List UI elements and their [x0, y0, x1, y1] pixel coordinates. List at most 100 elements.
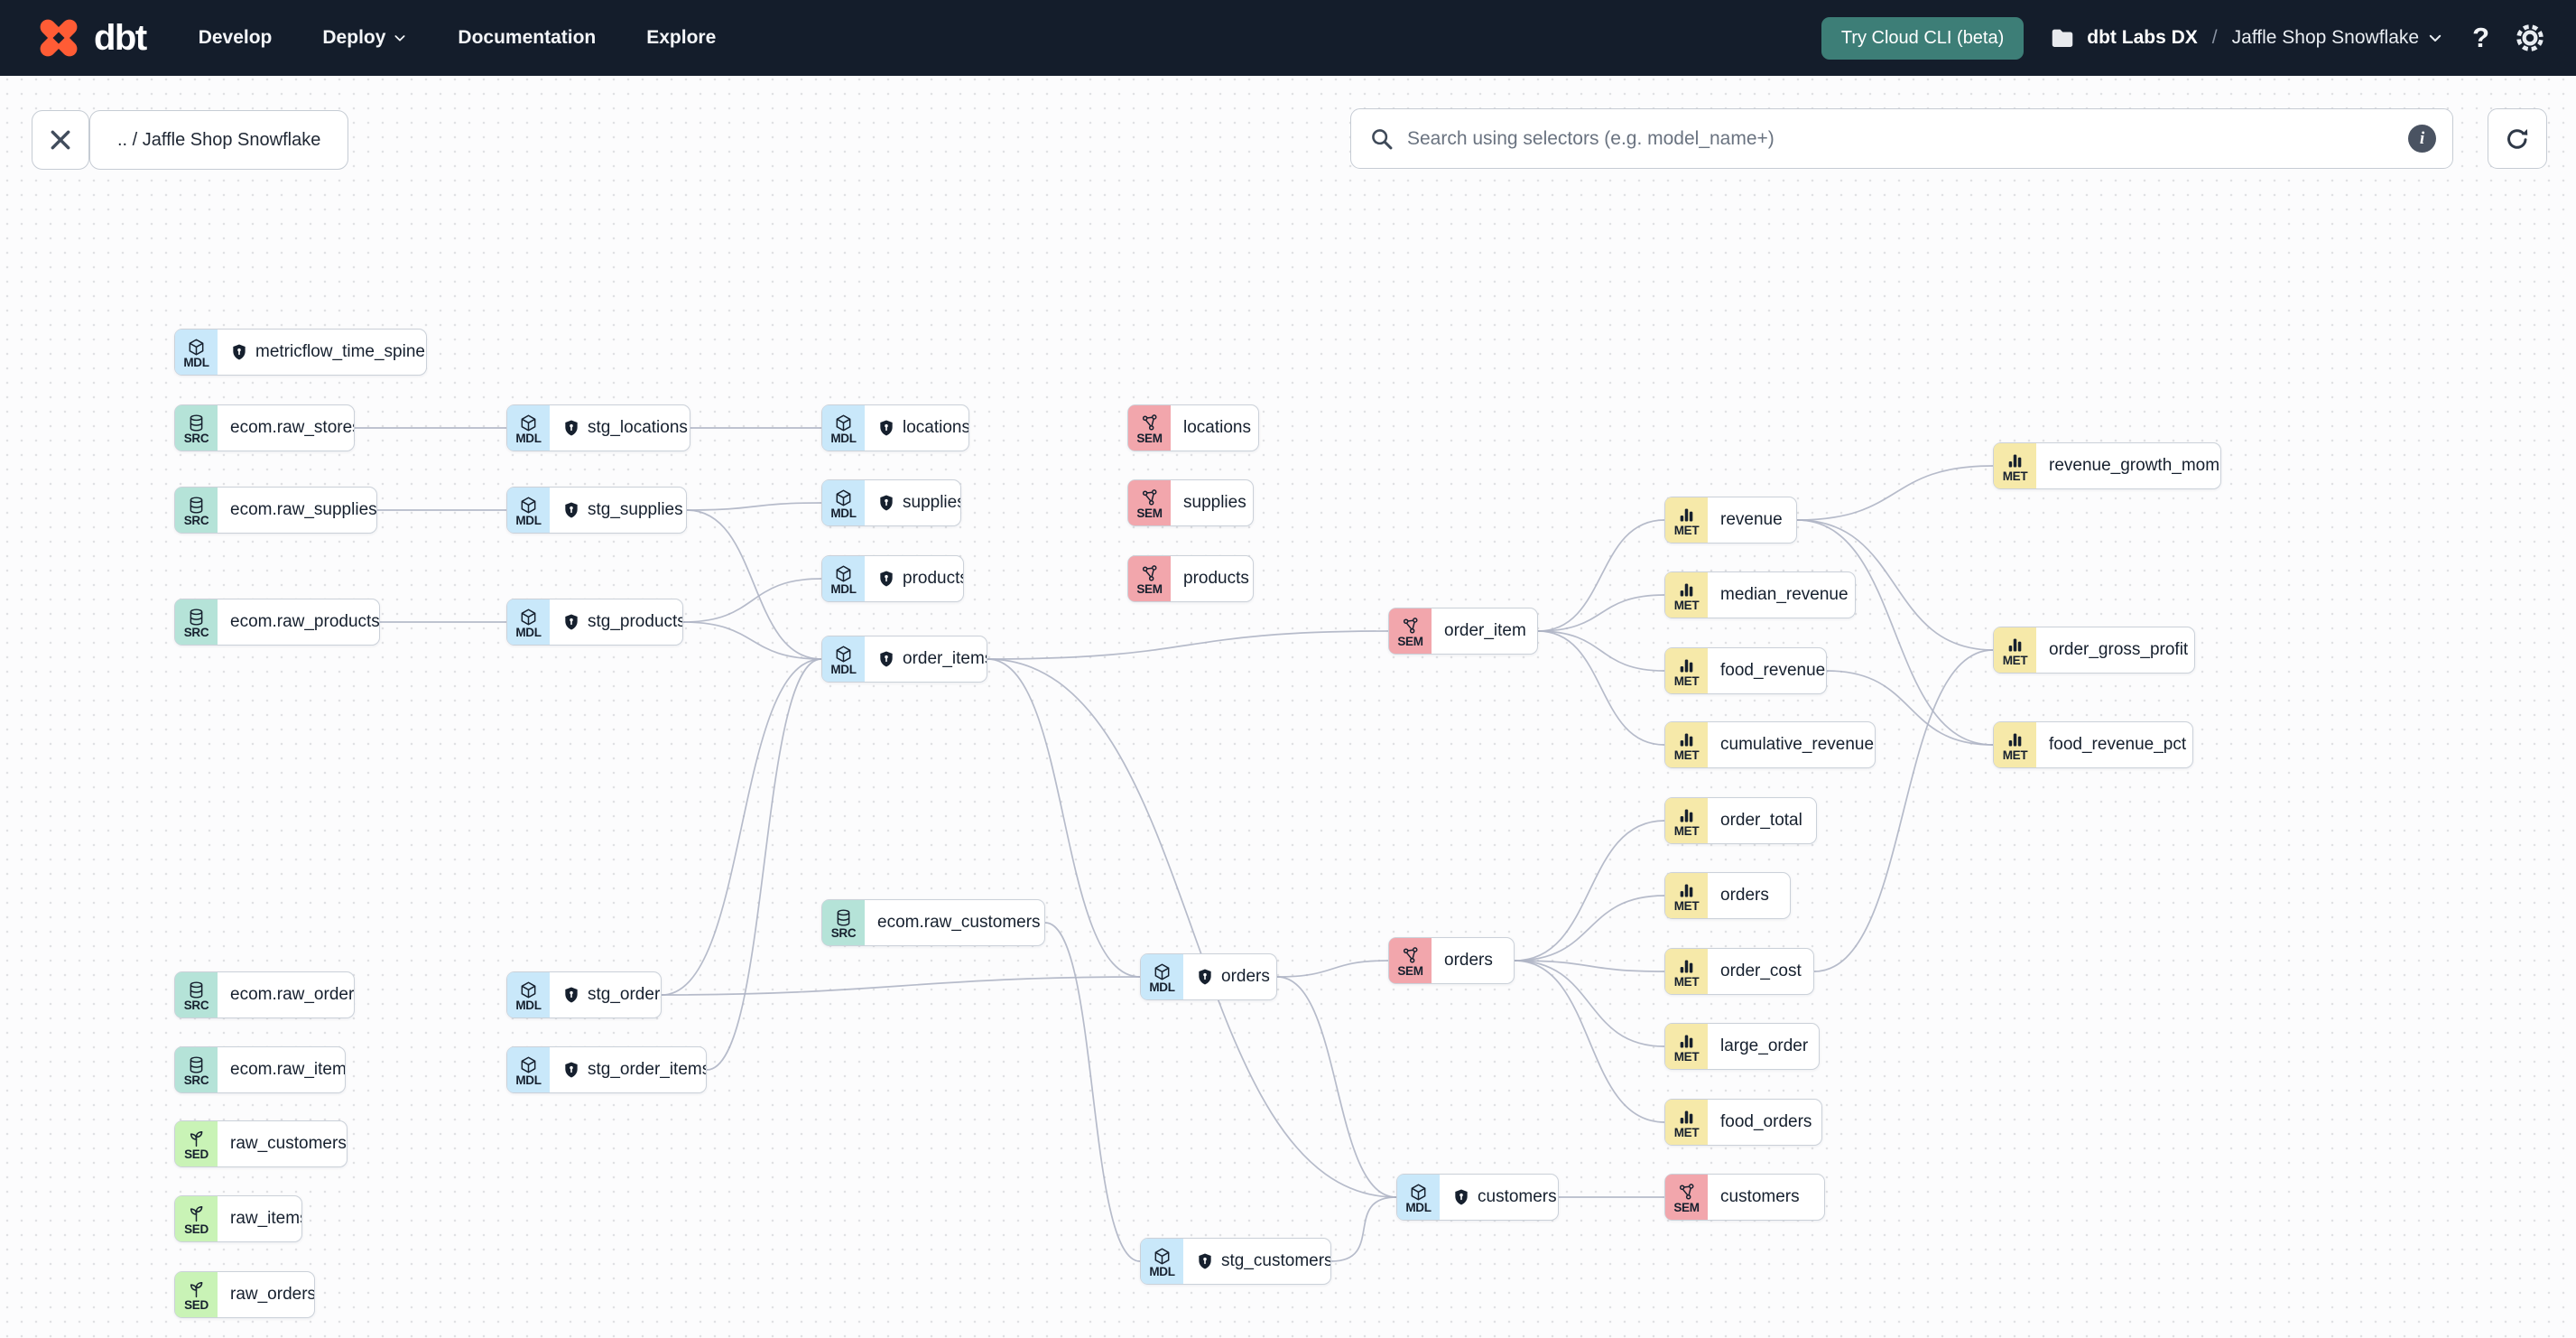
shield-icon	[230, 343, 248, 361]
node-type-label: MET	[2002, 748, 2028, 762]
try-cloud-cli-button[interactable]: Try Cloud CLI (beta)	[1821, 16, 2025, 60]
node-raw_orders_src[interactable]: SRC ecom.raw_orders	[174, 971, 355, 1018]
node-customers_sem[interactable]: SEM customers	[1664, 1174, 1825, 1221]
node-body: raw_customers	[218, 1121, 347, 1166]
node-label: orders	[1221, 967, 1270, 986]
close-lineage-button[interactable]	[32, 110, 89, 170]
node-body: order_cost	[1708, 949, 1813, 994]
close-icon	[51, 130, 70, 150]
node-customers[interactable]: MDL customers	[1396, 1174, 1559, 1221]
network-icon: SEM	[1128, 480, 1171, 525]
info-icon[interactable]: i	[2408, 125, 2436, 153]
edge-order_item_sem-to-food_revenue	[1537, 630, 1665, 672]
node-label: order_gross_profit	[2049, 640, 2189, 659]
bars-icon: MET	[1994, 443, 2036, 488]
node-label: cumulative_revenue	[1720, 735, 1875, 754]
nav-deploy[interactable]: Deploy	[322, 27, 407, 49]
node-label: raw_customers	[230, 1134, 347, 1153]
node-body: large_order	[1708, 1024, 1819, 1069]
lineage-breadcrumb[interactable]: .. / Jaffle Shop Snowflake	[89, 110, 349, 170]
help-icon[interactable]: ?	[2472, 22, 2489, 53]
node-type-label: SRC	[830, 925, 857, 940]
node-label: order_item	[1444, 621, 1526, 640]
shield-icon	[562, 1061, 580, 1079]
node-body: raw_items	[218, 1196, 301, 1241]
node-label: ecom.raw_orders	[230, 985, 354, 1004]
project-selector[interactable]: Jaffle Shop Snowflake	[2232, 27, 2443, 49]
node-label: raw_orders	[230, 1285, 314, 1304]
node-type-label: SRC	[183, 513, 209, 527]
search-input[interactable]	[1407, 127, 2408, 150]
org-name[interactable]: dbt Labs DX	[2087, 27, 2198, 48]
node-body: ecom.raw_supplies	[218, 488, 376, 533]
network-icon: SEM	[1665, 1175, 1708, 1220]
chevron-down-icon	[394, 35, 405, 42]
node-body: stg_supplies	[550, 488, 686, 533]
node-type-label: MDL	[1405, 1200, 1432, 1214]
gear-icon[interactable]	[2515, 23, 2545, 53]
node-raw_supplies[interactable]: SRC ecom.raw_supplies	[174, 487, 377, 534]
database-icon: SRC	[175, 599, 218, 645]
cube-icon: MDL	[507, 405, 550, 451]
node-label: customers	[1720, 1187, 1800, 1206]
node-label: ecom.raw_products	[230, 612, 379, 631]
nav-explore[interactable]: Explore	[646, 27, 717, 48]
edge-order_items-to-customers	[987, 658, 1397, 1198]
node-body: stg_products	[550, 599, 682, 645]
node-label: locations	[1183, 418, 1251, 437]
shield-icon	[562, 613, 580, 631]
nav-documentation[interactable]: Documentation	[458, 27, 597, 48]
node-type-label: SEM	[1136, 431, 1163, 445]
node-body: order_item	[1432, 609, 1537, 654]
node-type-label: MDL	[183, 355, 209, 369]
node-body: raw_orders	[218, 1272, 314, 1317]
dbt-logo[interactable]: dbt	[32, 12, 147, 64]
edge-stg_orders-to-order_items	[661, 658, 822, 996]
nav-develop[interactable]: Develop	[198, 27, 273, 48]
node-raw_products[interactable]: SRC ecom.raw_products	[174, 599, 380, 646]
node-type-label: MET	[1673, 1125, 1700, 1139]
refresh-button[interactable]	[2488, 108, 2547, 169]
node-label: customers	[1478, 1187, 1557, 1206]
node-body: ecom.raw_stores	[218, 405, 354, 451]
node-body: ecom.raw_items	[218, 1047, 345, 1092]
node-locations_sem[interactable]: SEM locations	[1127, 404, 1259, 451]
dbt-logo-icon	[40, 19, 78, 57]
database-icon: SRC	[175, 972, 218, 1017]
